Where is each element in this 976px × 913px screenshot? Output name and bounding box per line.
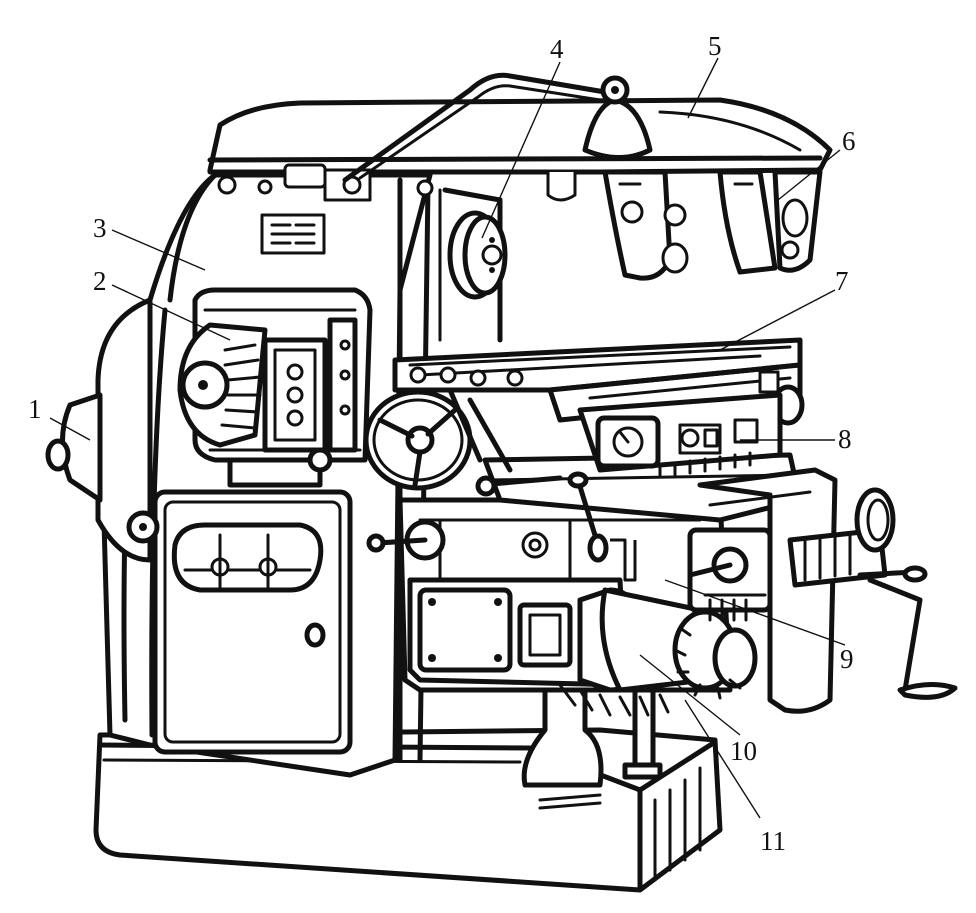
callout-8: 8: [838, 424, 852, 454]
feed-gearbox: [407, 577, 708, 717]
callout-5: 5: [708, 31, 722, 61]
spindle-speed-gearbox: [177, 287, 373, 488]
callout-2: 2: [93, 266, 107, 296]
cross-feed-mechanism: [687, 467, 958, 714]
spindle-pulley: [447, 210, 508, 300]
callout-6: 6: [842, 126, 856, 156]
overarm: [207, 97, 833, 202]
feed-gears: [672, 609, 758, 700]
overarm-tie-bar: [342, 72, 653, 183]
table-apron: [577, 392, 783, 477]
column-door: [126, 489, 353, 755]
callout-labels: 1 2 3 4 5 6 7 8 9 10 11: [28, 31, 856, 856]
callout-3: 3: [93, 213, 107, 243]
callout-4: 4: [550, 34, 564, 64]
arbor-supports: [602, 169, 823, 281]
callout-1: 1: [28, 394, 42, 424]
callout-7: 7: [835, 266, 849, 296]
leader-lines: [49, 57, 846, 819]
callout-11: 11: [760, 826, 786, 856]
callout-10: 10: [730, 736, 757, 766]
callout-9: 9: [840, 644, 854, 674]
